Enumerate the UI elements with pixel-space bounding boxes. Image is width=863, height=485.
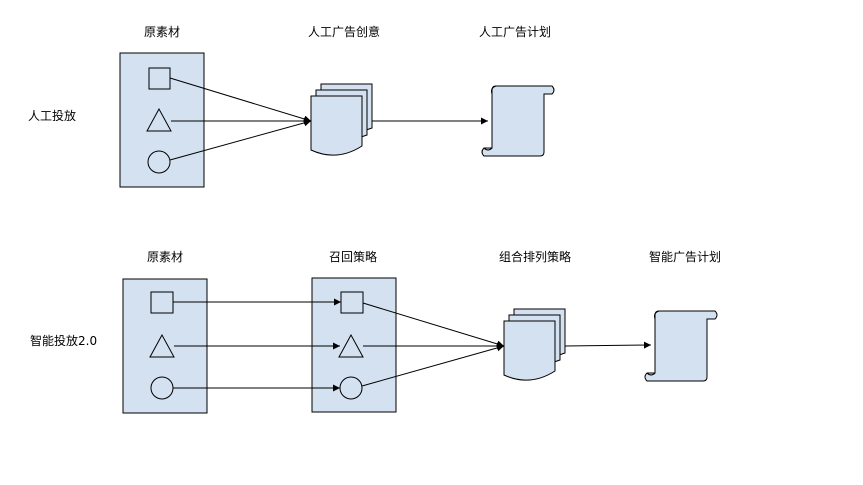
row1-edge-square <box>169 77 312 123</box>
row2-square-shape <box>150 291 174 314</box>
row1-creative-header: 人工广告创意 <box>308 24 380 39</box>
row1-square-shape <box>148 67 171 90</box>
row2-triangle-shape <box>149 333 175 358</box>
row2-label: 智能投放2.0 <box>30 333 97 348</box>
row2-edge-recall-square <box>362 302 505 348</box>
row1-edge-circle <box>169 119 312 161</box>
row2-edge-recall-circle <box>361 344 505 387</box>
row1-creative-docs <box>310 83 373 156</box>
row1-circle-shape <box>147 150 171 174</box>
row2-rank-docs <box>503 308 566 381</box>
row1-material-header: 原素材 <box>144 25 180 39</box>
row2-recall-header: 召回策略 <box>329 249 377 264</box>
row2-material-header: 原素材 <box>147 250 183 264</box>
row1-plan-header: 人工广告计划 <box>479 25 551 39</box>
row1-triangle-shape <box>146 107 172 132</box>
row2-plan-scroll <box>644 310 718 382</box>
row2-rank-header: 组合排列策略 <box>499 249 571 264</box>
row2-recall-circle-shape <box>339 376 363 400</box>
row2-recall-square-shape <box>340 291 364 314</box>
row1-label: 人工投放 <box>28 108 76 123</box>
row2-plan-header: 智能广告计划 <box>649 249 721 264</box>
row1-plan-scroll <box>481 85 555 157</box>
row2-recall-triangle-shape <box>338 333 364 358</box>
row2-edge-rank-plan <box>564 341 652 349</box>
row2-circle-shape <box>150 376 174 400</box>
